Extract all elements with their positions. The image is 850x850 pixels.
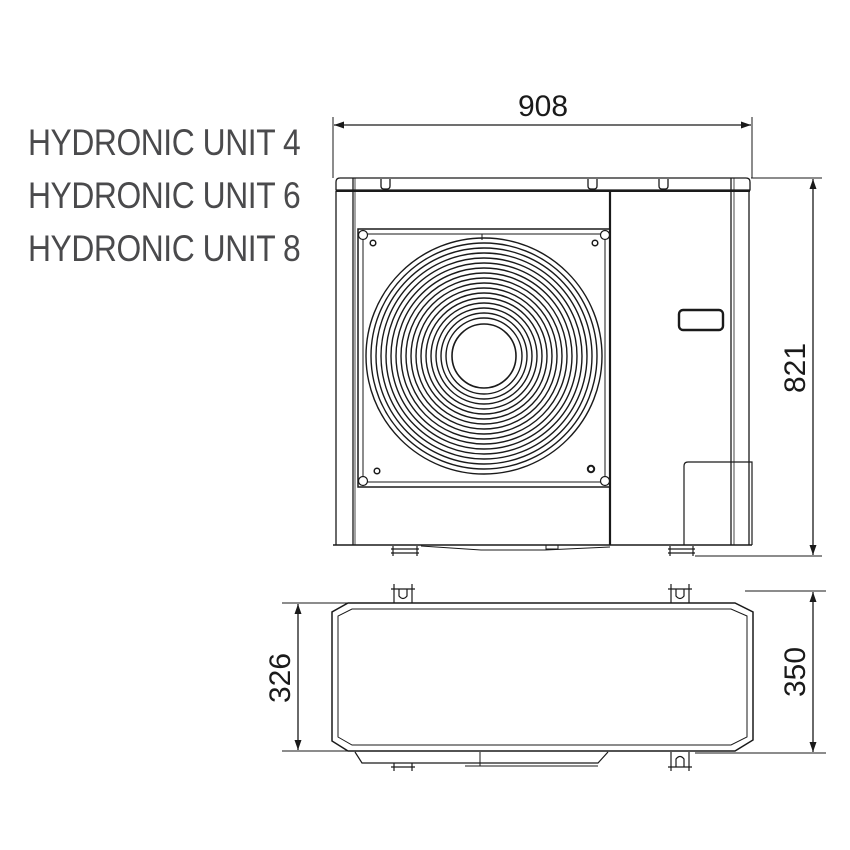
- handle-icon: [677, 308, 725, 332]
- model-title: HYDRONIC UNIT 6: [28, 175, 301, 216]
- front-view: [333, 177, 753, 556]
- fan-grille-icon: [365, 237, 603, 475]
- depth-outer-label: 350: [779, 647, 812, 697]
- width-label: 908: [518, 90, 568, 123]
- depth-inner-label: 326: [264, 653, 297, 703]
- model-title: HYDRONIC UNIT 4: [28, 122, 301, 163]
- top-view: [331, 584, 754, 771]
- width-dimension: [332, 117, 753, 178]
- depth-outer-dimension: [695, 590, 826, 754]
- height-label: 821: [779, 343, 812, 393]
- height-dimension: [695, 177, 822, 557]
- model-title: HYDRONIC UNIT 8: [28, 228, 301, 269]
- depth-inner-dimension: [282, 602, 348, 752]
- model-title-list: HYDRONIC UNIT 4 HYDRONIC UNIT 6 HYDRONIC…: [28, 116, 345, 275]
